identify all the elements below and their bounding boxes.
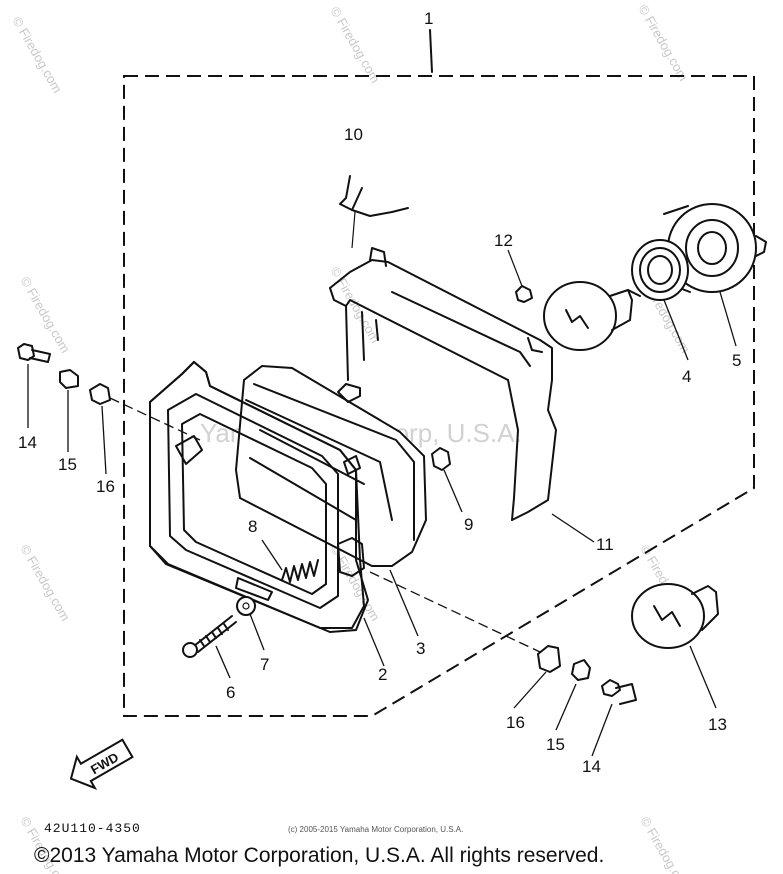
watermark: © Firedog.com [17, 274, 73, 356]
callout-8: 8 [248, 517, 257, 536]
callout-12: 12 [494, 231, 513, 250]
headlight-bulb-part [543, 281, 641, 351]
watermark: © Firedog.com [637, 814, 693, 874]
callout-1: 1 [424, 9, 433, 28]
spare-bulb-part [631, 583, 719, 649]
watermark: © Firedog.com [327, 264, 383, 346]
spring-clip-part [339, 175, 409, 249]
leader-lines [27, 291, 737, 757]
spring-part [281, 559, 319, 583]
watermark: © Firedog.com [17, 542, 73, 624]
ring-part [631, 239, 689, 301]
washer-part [236, 596, 256, 616]
watermark: © Firedog.com [635, 2, 691, 84]
callout-14-left: 14 [18, 433, 37, 452]
adjusting-screw-part [182, 615, 237, 658]
left-fasteners [17, 343, 201, 441]
callout-5: 5 [732, 351, 741, 370]
headlight-housing-part [329, 247, 557, 521]
watermark: © Firedog.com [9, 14, 65, 96]
callout-16-right: 16 [506, 713, 525, 732]
callout-13: 13 [708, 715, 727, 734]
callout-9: 9 [464, 515, 473, 534]
callout-2: 2 [378, 665, 387, 684]
callout-15-left: 15 [58, 455, 77, 474]
small-copyright: (c) 2005-2015 Yamaha Motor Corporation, … [288, 825, 463, 834]
callout-10: 10 [344, 125, 363, 144]
callout-4: 4 [682, 367, 691, 386]
screw-part [507, 249, 533, 303]
callout-11: 11 [596, 535, 614, 554]
callouts: 1 10 12 5 4 14 15 16 9 11 8 3 2 7 6 16 1… [18, 9, 741, 776]
assembly-leader [429, 29, 433, 73]
callout-16-left: 16 [96, 477, 115, 496]
callout-7: 7 [260, 655, 269, 674]
assembly-boundary [123, 75, 755, 717]
diagram-code: 42U110-4350 [44, 821, 141, 836]
rim-frame-part [149, 360, 370, 634]
callout-6: 6 [226, 683, 235, 702]
fwd-arrow-icon: FWD [69, 738, 134, 790]
nut-part [431, 447, 451, 471]
callout-14-right: 14 [582, 757, 601, 776]
footer-copyright: ©2013 Yamaha Motor Corporation, U.S.A. A… [34, 844, 604, 867]
callout-3: 3 [416, 639, 425, 658]
callout-15-right: 15 [546, 735, 565, 754]
watermark: © Firedog.com [327, 4, 383, 86]
right-fasteners [369, 571, 637, 705]
